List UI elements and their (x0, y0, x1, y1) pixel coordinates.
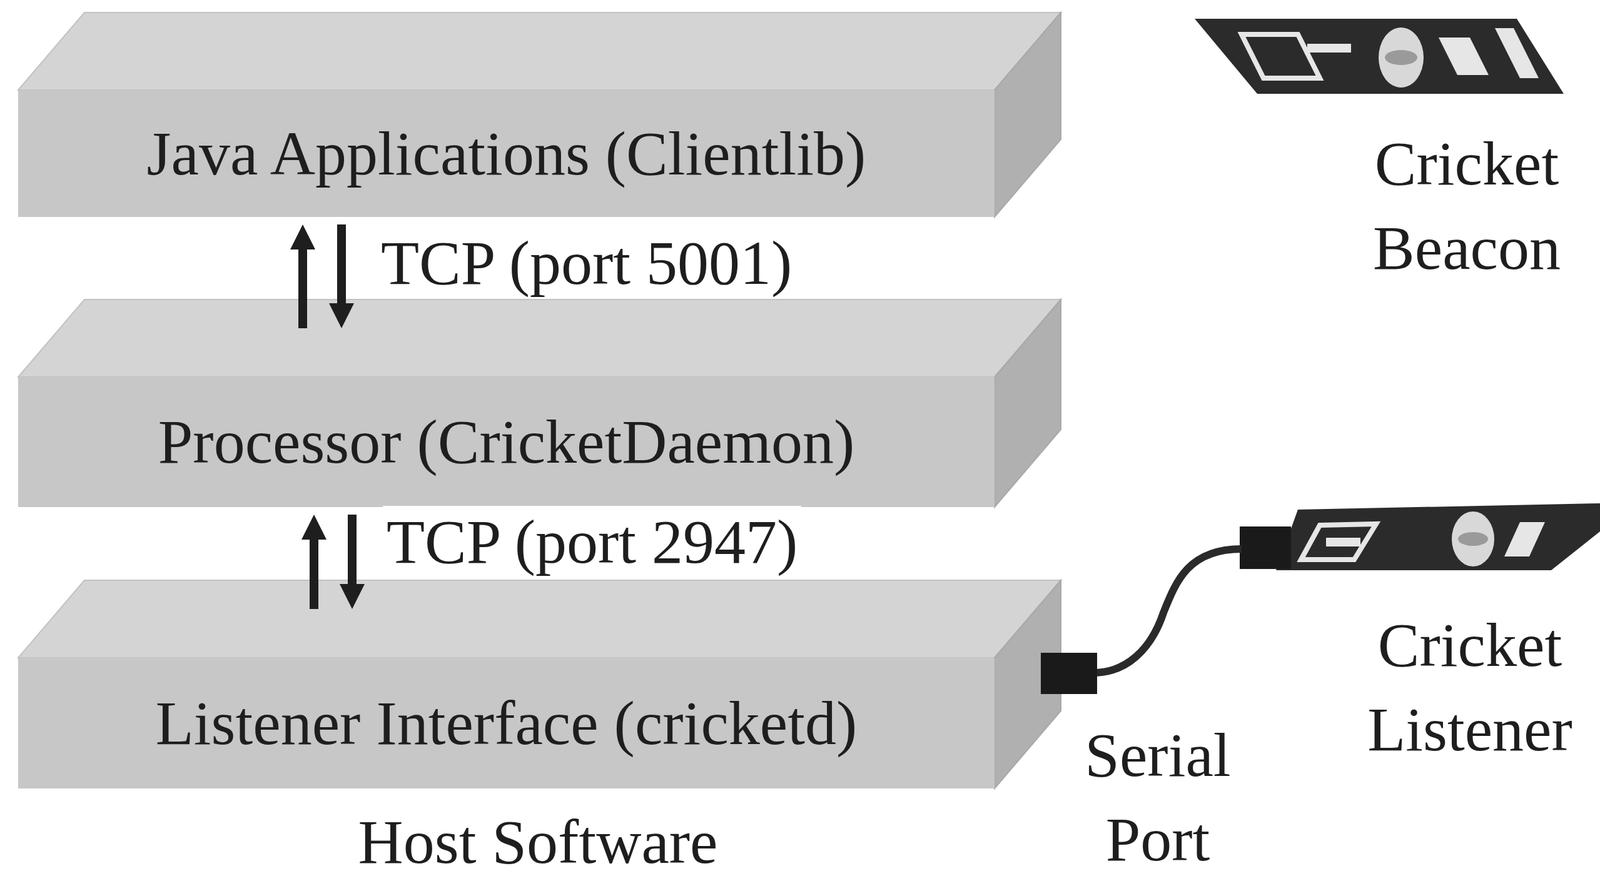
beacon-module (1241, 34, 1320, 79)
tcp-arrow (337, 224, 346, 306)
slab-top (18, 299, 1061, 378)
software-layer: Processor (CricketDaemon) (18, 377, 995, 508)
slab-outline (18, 12, 1061, 218)
slab-outline (18, 580, 1061, 789)
beacon-board (1194, 18, 1564, 94)
caption-label: Cricket Beacon (1347, 121, 1586, 291)
caption-label: Cricket Listener (1347, 602, 1592, 772)
layer-title: Listener Interface (cricketd) (155, 686, 857, 762)
edge-label: TCP (port 5001) (377, 227, 796, 299)
beacon-transducer-top (1384, 50, 1418, 66)
slab-outline (18, 299, 1061, 508)
beacon-part (1494, 28, 1539, 79)
serial-plug (1040, 653, 1098, 695)
beacon-transducer (1378, 27, 1424, 88)
listener-module (1301, 524, 1377, 560)
caption-label: Serial Port (1063, 713, 1252, 882)
layer-title: Processor (CricketDaemon) (158, 404, 856, 480)
software-layer: Java Applications (Clientlib) (18, 90, 995, 218)
edge-label: TCP (port 2947) (382, 506, 802, 578)
listener-plug (1239, 526, 1292, 570)
listener-pcb (1275, 503, 1600, 571)
listener-transducer (1451, 511, 1495, 567)
slab-top (18, 580, 1061, 659)
beacon-pcb (1194, 18, 1564, 94)
listener-part (1326, 537, 1361, 547)
listener-transducer-top (1458, 532, 1489, 547)
tcp-arrow (347, 514, 357, 587)
slab-top (18, 12, 1061, 91)
caption-label: Host Software (287, 808, 789, 877)
tcp-arrow (309, 537, 319, 610)
slab-side (994, 299, 1061, 508)
listener-part (1504, 522, 1545, 557)
listener-board (1239, 503, 1600, 571)
serial-cable (1094, 549, 1242, 674)
layer-title: Java Applications (Clientlib) (146, 116, 867, 192)
beacon-part (1307, 43, 1352, 53)
beacon-part (1438, 37, 1489, 76)
tcp-arrow (298, 247, 308, 329)
slab-side (994, 12, 1061, 218)
software-layer: Listener Interface (cricketd) (18, 658, 995, 789)
